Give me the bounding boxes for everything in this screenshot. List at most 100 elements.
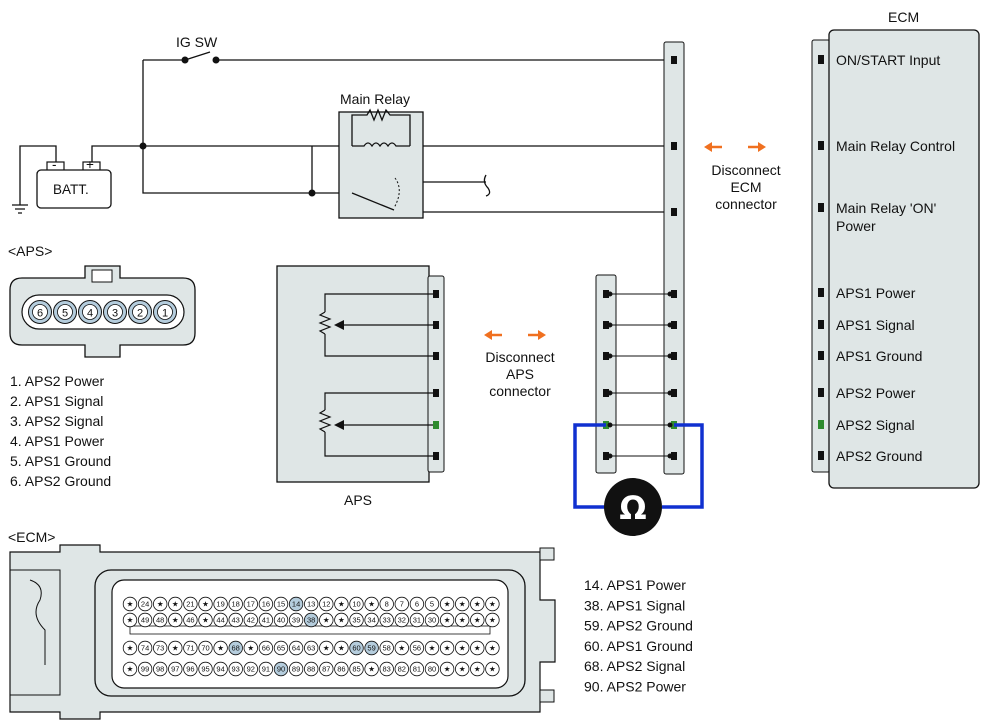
ecm-connector-pin-number: 89 bbox=[292, 665, 300, 674]
ecm-connector-pin bbox=[349, 640, 364, 656]
ecm-connector-pin bbox=[198, 661, 213, 677]
ecm-connector-pin-number: 15 bbox=[277, 600, 285, 609]
aps-pin-list-item: 6. APS2 Ground bbox=[10, 473, 111, 489]
ecm-connector-pin bbox=[243, 612, 259, 628]
ecm-connector-pin-number: 63 bbox=[307, 644, 315, 653]
ecm-connector-pin bbox=[304, 661, 319, 677]
ecm-connector-pin-number: ★ bbox=[489, 616, 496, 625]
ecm-connector-pin bbox=[485, 596, 500, 612]
ecm-connector-pin-number: 71 bbox=[186, 644, 194, 653]
ecm-connector-pin-number: ★ bbox=[127, 600, 134, 609]
ecm-connector-pin bbox=[319, 640, 334, 656]
aps-connector-pin-inner bbox=[32, 304, 48, 320]
ecm-connector-pin-number: 65 bbox=[277, 644, 285, 653]
aps-connector-pin-inner bbox=[132, 304, 148, 320]
ecm-connector-pin bbox=[243, 640, 259, 656]
ecm-connector-pin bbox=[439, 661, 455, 677]
ecm-connector-pin bbox=[198, 596, 213, 612]
ecm-connector-pin bbox=[349, 661, 364, 677]
ecm-connector-pin-number: ★ bbox=[127, 644, 134, 653]
ecm-connector-pin-number: ★ bbox=[474, 616, 481, 625]
ecm-connector-pin-number: 90 bbox=[277, 665, 285, 674]
ecm-connector-pin bbox=[137, 612, 153, 628]
ecm-pin-label: APS1 Signal bbox=[836, 317, 915, 333]
ecm-connector-pin-number: ★ bbox=[459, 600, 466, 609]
ohmmeter-leads bbox=[573, 423, 704, 509]
aps-harness-connector bbox=[595, 274, 617, 474]
ecm-connector-pin-number: 14 bbox=[292, 600, 300, 609]
ecm-connector-pin bbox=[273, 612, 289, 628]
ecm-connector-pin-number: ★ bbox=[489, 665, 496, 674]
ecm-pin-label: ON/START Input bbox=[836, 52, 940, 68]
ecm-pin-legend-item: 14. APS1 Power bbox=[584, 577, 686, 593]
aps-connector-pin-number: 6 bbox=[37, 308, 43, 320]
ecm-connector-pin-number: ★ bbox=[444, 644, 451, 653]
ecm-connector-pin-number: 48 bbox=[156, 616, 164, 625]
ecm-connector-pin-number: 99 bbox=[141, 665, 149, 674]
battery-label: BATT. bbox=[53, 182, 89, 197]
aps-connector-pin-number: 3 bbox=[112, 308, 118, 320]
battery-plus: + bbox=[86, 157, 94, 172]
aps-pin-list-item: 2. APS1 Signal bbox=[10, 393, 103, 409]
ecm-connector-pin-number: ★ bbox=[398, 644, 405, 653]
ecm-connector-pin-number: ★ bbox=[338, 600, 345, 609]
ecm-connector-pin bbox=[424, 661, 440, 677]
ecm-connector-pin bbox=[455, 640, 470, 656]
ecm-connector-pin-number: ★ bbox=[459, 665, 466, 674]
ecm-connector-pin bbox=[485, 661, 500, 677]
ecm-connector-pin bbox=[470, 612, 485, 628]
aps-pin-list-item: 5. APS1 Ground bbox=[10, 453, 111, 469]
ig-sw-label: IG SW bbox=[176, 34, 218, 50]
ecm-connector-pin bbox=[470, 640, 485, 656]
ecm-connector-pin bbox=[258, 640, 274, 656]
ecm-connector-pin bbox=[334, 640, 349, 656]
ecm-pin-marker bbox=[818, 420, 824, 429]
ecm-connector-pin bbox=[122, 661, 138, 677]
ecm-connector-pin-number: 41 bbox=[262, 616, 270, 625]
ecm-connector-pin bbox=[394, 661, 410, 677]
ecm-connector-pin-number: 31 bbox=[413, 616, 421, 625]
ecm-connector-pin bbox=[455, 612, 470, 628]
ecm-connector-pin bbox=[288, 640, 304, 656]
ecm-connector-pin-number: 83 bbox=[383, 665, 391, 674]
disconnect-ecm-line2: ECM bbox=[730, 179, 761, 195]
ecm-connector-pin bbox=[243, 596, 259, 612]
ecm-connector-pin-number: ★ bbox=[338, 644, 345, 653]
ecm-pin-marker bbox=[818, 55, 824, 64]
ecm-connector-pin-number: ★ bbox=[368, 600, 375, 609]
ecm-block: ECM bbox=[811, 9, 980, 489]
ecm-connector-pin bbox=[304, 612, 319, 628]
ecm-connector-pin-number: ★ bbox=[247, 644, 254, 653]
ecm-connector-pin-number: ★ bbox=[202, 600, 209, 609]
disconnect-ecm-line1: Disconnect bbox=[711, 162, 780, 178]
ecm-connector-pin-number: ★ bbox=[474, 600, 481, 609]
aps-connector-pin-inner bbox=[57, 304, 73, 320]
ecm-connector-pin-number: 87 bbox=[322, 665, 330, 674]
ecm-pin-legend-item: 60. APS1 Ground bbox=[584, 638, 693, 654]
ecm-connector-pin bbox=[152, 661, 168, 677]
ecm-connector-pin bbox=[379, 661, 394, 677]
ecm-connector-pin-number: 82 bbox=[398, 665, 406, 674]
ecm-pin-legend-item: 90. APS2 Power bbox=[584, 679, 686, 695]
ecm-connector-pin-number: ★ bbox=[127, 665, 134, 674]
ecm-pin-legend-item: 59. APS2 Ground bbox=[584, 618, 693, 634]
ecm-connector-pin bbox=[183, 661, 198, 677]
ecm-connector-pin-number: 39 bbox=[292, 616, 300, 625]
ecm-connector-pin bbox=[288, 661, 304, 677]
ecm-connector-pin-number: 92 bbox=[247, 665, 255, 674]
ecm-connector-pin bbox=[258, 661, 274, 677]
main-relay: Main Relay bbox=[338, 91, 424, 219]
ecm-title: ECM bbox=[888, 9, 919, 25]
ecm-connector-pin-number: ★ bbox=[444, 665, 451, 674]
ecm-connector-pin-number: ★ bbox=[217, 644, 224, 653]
ecm-connector-pin-number: 33 bbox=[383, 616, 391, 625]
ecm-connector-pin-number: ★ bbox=[474, 644, 481, 653]
ecm-connector-pin bbox=[455, 661, 470, 677]
ecm-connector-pin-number: 85 bbox=[352, 665, 360, 674]
ecm-connector-pin-number: 7 bbox=[400, 600, 404, 609]
ecm-connector-pin-number: 86 bbox=[337, 665, 345, 674]
ecm-connector-pin-number: ★ bbox=[172, 616, 179, 625]
aps-pin-list-item: 1. APS2 Power bbox=[10, 373, 105, 389]
aps-connector-pin-inner bbox=[157, 304, 173, 320]
ecm-connector-pin bbox=[228, 640, 243, 656]
